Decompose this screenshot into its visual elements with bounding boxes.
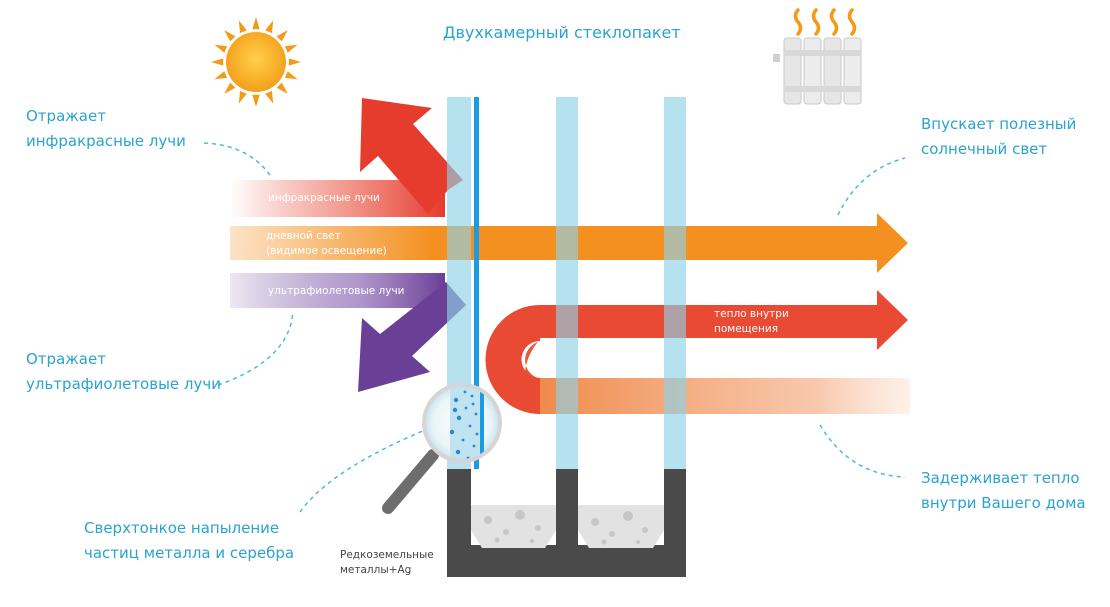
- callout-line: ультрафиолетовые лучи: [26, 375, 221, 393]
- beam-label-line: тепло внутри: [714, 308, 789, 320]
- metal-particle: [452, 407, 458, 413]
- heat-beam: [485, 290, 910, 414]
- callout-heat-keep: Задерживает тепло внутри Вашего дома: [921, 466, 1086, 516]
- uv-beam: [230, 273, 445, 308]
- metals-label-line: Редкоземельные: [340, 549, 434, 561]
- glass-unit: [447, 97, 686, 577]
- sun-ray: [214, 44, 228, 53]
- callout-connectors: [203, 142, 906, 513]
- callout-line: частиц металла и серебра: [84, 544, 295, 562]
- callout-line: внутри Вашего дома: [921, 494, 1086, 512]
- beam-label-daylight: дневной свет (видимое освещение): [266, 229, 387, 259]
- sun-ray: [284, 44, 298, 53]
- callout-line: Отражает: [26, 350, 106, 368]
- sun-ray: [265, 90, 274, 104]
- sun-ray: [265, 20, 274, 34]
- metal-particle: [470, 394, 474, 398]
- uv-reflect-arrow: [358, 282, 466, 392]
- metal-particle: [471, 402, 475, 406]
- callout-line: инфракрасные лучи: [26, 132, 186, 150]
- metals-label-line: металлы+Ag: [340, 564, 412, 576]
- beam-label-line: помещения: [714, 323, 779, 335]
- metal-particle: [456, 415, 462, 421]
- sun-ray: [224, 82, 236, 94]
- metals-label: Редкоземельные металлы+Ag: [340, 548, 434, 578]
- sun-ray: [211, 58, 224, 66]
- metal-particle: [455, 449, 461, 455]
- callout-uv-reflect: Отражает ультрафиолетовые лучи: [26, 347, 221, 397]
- infrared-reflect-arrow: [360, 98, 463, 214]
- sun-ray: [284, 71, 298, 80]
- magnifier-icon: [382, 383, 502, 514]
- sun-icon: [211, 17, 301, 107]
- beam-label-infrared: инфракрасные лучи: [268, 192, 380, 204]
- beam-label-uv: ультрафиолетовые лучи: [268, 285, 405, 297]
- sun-ray: [276, 30, 288, 42]
- metal-particle: [472, 444, 476, 448]
- beam-label-heat: тепло внутри помещения: [714, 307, 789, 337]
- metal-particle: [464, 406, 468, 410]
- callout-coating: Сверхтонкое напыление частиц металла и с…: [84, 516, 294, 566]
- callout-sunlight: Впускает полезный солнечный свет: [921, 112, 1076, 162]
- beam-label-line: (видимое освещение): [266, 245, 387, 257]
- metal-particle: [453, 397, 459, 403]
- sun-ray: [238, 20, 247, 34]
- callout-line: Задерживает тепло: [921, 469, 1080, 487]
- metal-particle: [475, 432, 479, 436]
- sun-ray: [252, 17, 260, 30]
- callout-line: Сверхтонкое напыление: [84, 519, 280, 537]
- metal-particle: [449, 429, 455, 435]
- sun-ray: [214, 71, 228, 80]
- sun-ray: [238, 90, 247, 104]
- beam-label-line: дневной свет: [266, 230, 341, 242]
- metal-particle: [461, 438, 465, 442]
- metal-particle: [468, 424, 472, 428]
- sun-ray: [252, 94, 260, 107]
- callout-line: Впускает полезный: [921, 115, 1077, 133]
- infrared-beam: [230, 180, 445, 217]
- metal-particle: [474, 412, 478, 416]
- sun-ray: [276, 82, 288, 94]
- sun-ray: [224, 30, 236, 42]
- sun-ray: [288, 58, 301, 66]
- callout-infrared-reflect: Отражает инфракрасные лучи: [26, 104, 186, 154]
- metal-particle: [463, 390, 467, 394]
- diagram-title: Двухкамерный стеклопакет: [443, 23, 681, 42]
- radiator-icon: [773, 8, 862, 105]
- callout-line: солнечный свет: [921, 140, 1048, 158]
- callout-line: Отражает: [26, 107, 106, 125]
